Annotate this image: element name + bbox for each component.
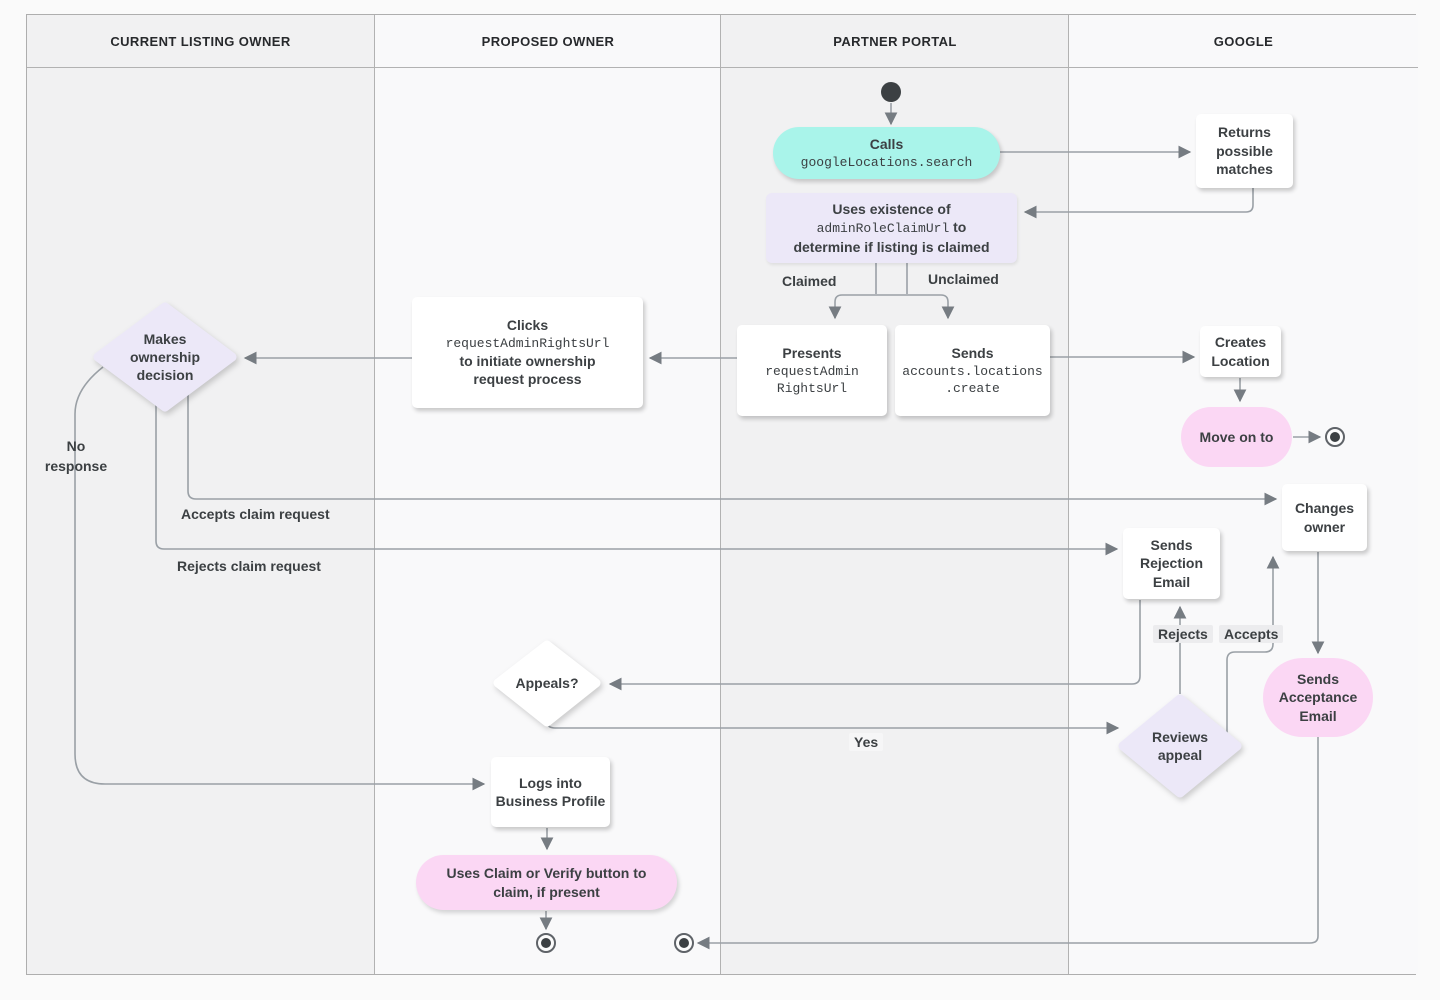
presents-title: Presents — [782, 345, 842, 362]
changes-owner-node: Changes owner — [1282, 484, 1367, 551]
uses-line2-suffix: to — [949, 219, 967, 236]
lane-header-current-listing-owner: CURRENT LISTING OWNER — [27, 15, 374, 68]
presents-code-line2: RightsUrl — [776, 380, 848, 396]
creates-location-text: Creates Location — [1211, 334, 1270, 369]
decision-diamond-shape — [93, 302, 237, 412]
edge-acceptance-to-end — [696, 737, 1319, 950]
uses-code: adminRoleClaimUrl — [816, 221, 950, 237]
calls-title: Calls — [869, 136, 904, 153]
sends-create-code-line2: .create — [945, 380, 1000, 396]
makes-ownership-decision-node: Makes ownership decision — [93, 302, 237, 412]
edge-label-yes: Yes — [849, 733, 884, 751]
decision-text: Makes ownership decision — [129, 330, 200, 384]
appeals-decision-node: Appeals? — [493, 640, 601, 727]
presents-code-line1: requestAdmin — [765, 363, 859, 379]
sends-accounts-locations-create-node: Sends accounts.locations .create — [895, 325, 1050, 416]
uses-line1: Uses existence of — [832, 200, 951, 217]
uses-line2: adminRoleClaimUrl to — [817, 218, 967, 237]
uses-line3: determine if listing is claimed — [793, 238, 990, 255]
calls-google-locations-search-node: Calls googleLocations.search — [773, 127, 1000, 179]
edge-no-response — [74, 366, 486, 791]
edge-rejection-to-appeals — [608, 600, 1141, 691]
reviews-diamond-shape — [1118, 694, 1242, 798]
no-response-line1: No — [66, 438, 86, 454]
edge-label-rejects: Rejects — [1153, 625, 1213, 643]
edge-split-to-presents-and-sends — [828, 294, 955, 320]
move-on-to-node: Move on to — [1181, 407, 1292, 467]
appeals-text: Appeals? — [515, 675, 579, 692]
sends-create-title: Sends — [951, 345, 994, 362]
returns-text: Returns possible matches — [1216, 124, 1273, 178]
end-node-create-flow — [1325, 427, 1345, 447]
start-node — [881, 82, 901, 102]
presents-request-admin-rights-node: Presents requestAdmin RightsUrl — [737, 325, 887, 416]
lane-header-proposed-owner: PROPOSED OWNER — [375, 15, 721, 68]
changes-owner-text: Changes owner — [1294, 500, 1355, 535]
clicks-code: requestAdminRightsUrl — [445, 335, 610, 351]
appeals-diamond-shape — [493, 640, 601, 727]
edge-label-unclaimed: Unclaimed — [928, 271, 999, 287]
sends-rejection-text: Sends Rejection Email — [1139, 536, 1203, 590]
sends-create-code-line1: accounts.locations — [902, 363, 1043, 379]
logs-into-business-profile-node: Logs into Business Profile — [491, 757, 610, 827]
sends-rejection-email-node: Sends Rejection Email — [1123, 528, 1220, 599]
edge-returns-to-uses — [1023, 188, 1254, 219]
claim-verify-text: Uses Claim or Verify button to claim, if… — [446, 865, 647, 900]
logs-in-text: Logs into Business Profile — [495, 774, 606, 809]
end-node-claim-flow — [536, 933, 556, 953]
edge-rejects-claim — [155, 404, 1119, 556]
edge-label-accepts: Accepts — [1219, 625, 1284, 643]
returns-possible-matches-node: Returns possible matches — [1196, 114, 1293, 188]
edge-label-claimed: Claimed — [782, 273, 837, 289]
clicks-request-admin-rights-node: Clicks requestAdminRightsUrl to initiate… — [412, 297, 643, 408]
uses-existence-node: Uses existence of adminRoleClaimUrl to d… — [766, 193, 1017, 263]
edge-label-no-response: No response — [38, 436, 114, 476]
sends-acceptance-email-node: Sends Acceptance Email — [1263, 658, 1373, 737]
reviews-appeal-text: Reviews appeal — [1151, 728, 1209, 763]
reviews-appeal-node: Reviews appeal — [1118, 694, 1242, 798]
lane-header-partner-portal: PARTNER PORTAL — [721, 15, 1069, 68]
edge-reviews-accepts — [1226, 555, 1280, 733]
calls-code: googleLocations.search — [800, 154, 973, 170]
uses-claim-or-verify-node: Uses Claim or Verify button to claim, if… — [416, 855, 677, 910]
clicks-title: Clicks — [506, 317, 549, 334]
lane-header-google: GOOGLE — [1069, 15, 1418, 68]
no-response-line2: response — [44, 458, 108, 474]
edge-accepts-claim — [187, 394, 1278, 506]
clicks-line3: request process — [473, 371, 582, 388]
lane-current-listing-owner: CURRENT LISTING OWNER — [27, 15, 374, 974]
edge-label-rejects-claim-request: Rejects claim request — [177, 558, 321, 574]
edge-label-accepts-claim-request: Accepts claim request — [181, 506, 330, 522]
creates-location-node: Creates Location — [1200, 326, 1281, 377]
edge-appeals-yes-to-reviews — [546, 716, 1120, 735]
end-node-acceptance-flow — [674, 933, 694, 953]
sends-acceptance-text: Sends Acceptance Email — [1278, 670, 1358, 724]
clicks-line2: to initiate ownership — [459, 352, 596, 369]
move-on-text: Move on to — [1199, 428, 1274, 445]
